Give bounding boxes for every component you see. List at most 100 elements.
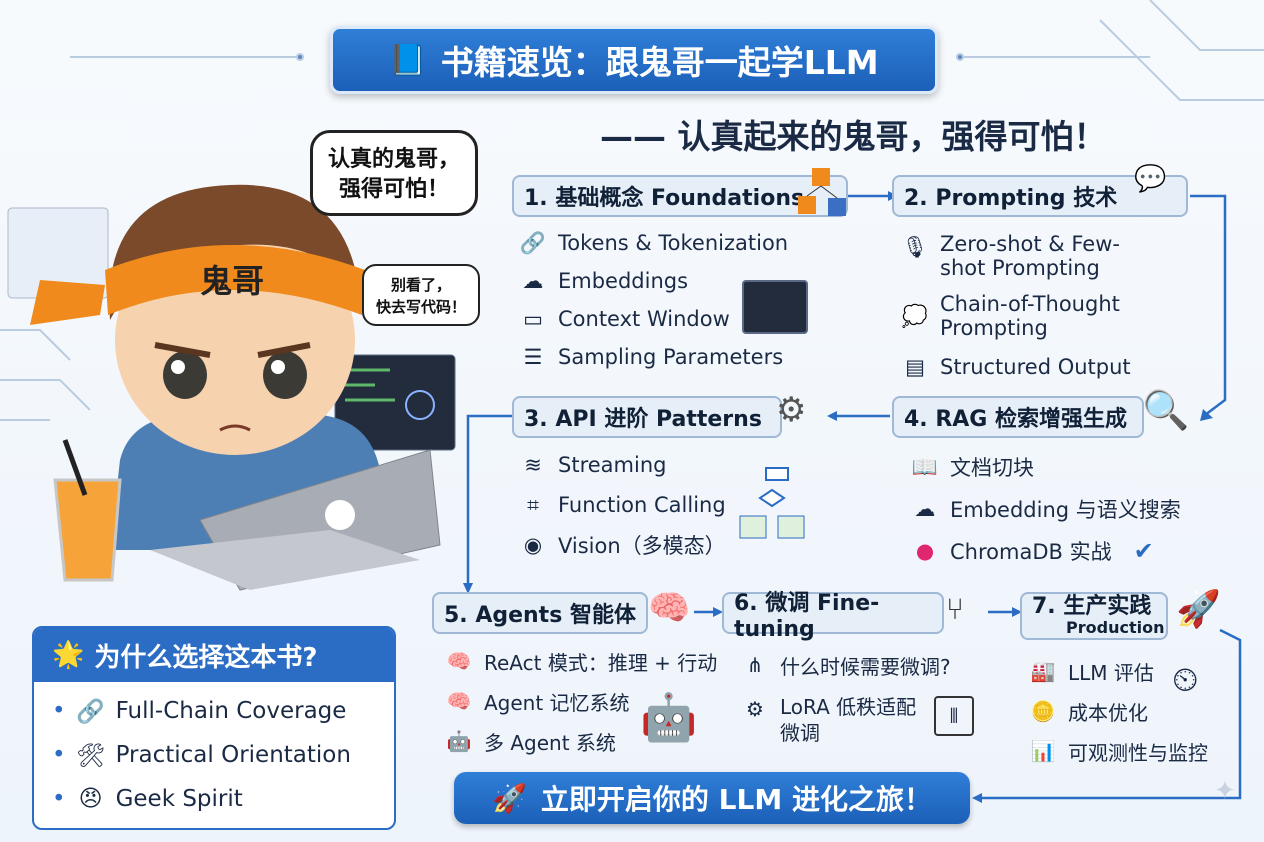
list-item: ▤ Structured Output (900, 352, 1230, 382)
sliders-icon: ☰ (523, 345, 543, 369)
list-item: ●ChromaDB 实战✔ (910, 536, 1181, 566)
section-1-header: 1. 基础概念 Foundations (512, 175, 848, 217)
list-item: ▭ Context Window (518, 304, 788, 334)
list-item: ☁Embeddings (518, 266, 788, 296)
robots-icon: 🤖 (446, 729, 472, 753)
cta-label: 立即开启你的 LLM 进化之旅！ (540, 783, 932, 816)
list-item: ⌗ Function Calling (518, 490, 726, 520)
item-label: Agent 记忆系统 (484, 690, 630, 715)
item-label: Vision（多模态） (558, 534, 726, 558)
item-label: 成本优化 (1068, 700, 1148, 725)
subtitle: —— 认真起来的鬼哥，强得可怕！ (600, 117, 1107, 156)
list-item: ☰ Sampling Parameters (518, 342, 788, 372)
link-icon: 🔗 (519, 230, 547, 255)
why-item: •😠Geek Spirit (52, 786, 243, 812)
item-label: LoRA 低秩适配微调 (780, 695, 917, 745)
item-label: Function Calling (558, 493, 726, 517)
item-label: 什么时候需要微调? (780, 654, 951, 679)
section-6-title: 6. 微调 Fine-tuning (734, 590, 880, 642)
why-label: Geek Spirit (115, 786, 243, 812)
section-4-header: 4. RAG 检索增强生成 (892, 396, 1144, 438)
item-label: Structured Output (940, 355, 1131, 379)
item-label: Tokens & Tokenization (558, 231, 789, 255)
headband-text: 鬼哥 (200, 262, 264, 300)
table-icon: ▤ (905, 355, 925, 379)
list-item: ⋔ 什么时候需要微调? (740, 650, 951, 680)
list-item: ⚙LoRA 低秩适配微调 (740, 694, 951, 746)
section-3-title: 3. API 进阶 Patterns (524, 407, 762, 432)
section-5-header: 5. Agents 智能体 (432, 592, 648, 634)
section-7-subtitle: Production (1066, 618, 1165, 637)
section-4-title: 4. RAG 检索增强生成 (904, 407, 1128, 432)
sparkle-icon: ✦ (1214, 776, 1236, 806)
item-label: Sampling Parameters (558, 345, 784, 369)
flowchart-icon (739, 467, 805, 539)
apple-logo-icon (325, 500, 355, 530)
code-snippet-icon (742, 280, 808, 334)
bubble-main-line2: 强得可怕！ (338, 177, 449, 202)
list-item: 🧠 Agent 记忆系统 (444, 686, 717, 716)
list-item: 🏭 LLM 评估 (1028, 656, 1208, 686)
brain-icon: 🧠 (648, 588, 691, 628)
title-banner: 📘 书籍速览：跟鬼哥一起学LLM (330, 26, 938, 94)
coins-icon: 🪙 (1030, 699, 1056, 723)
list-item: ≋Streaming (518, 450, 726, 480)
robot-icon: 🤖 (640, 690, 698, 744)
character-illustration: 鬼哥 (7, 184, 456, 591)
list-item: 🧠ReAct 模式：推理 + 行动 (444, 646, 718, 676)
list-item: ◉Vision（多模态） (518, 530, 726, 560)
doc-search-icon: 📖 (911, 454, 939, 479)
thought-icon: 💭 (901, 303, 929, 328)
tree-icon: ⋔ (746, 653, 764, 677)
rocket-icon: 🚀 (492, 781, 527, 815)
gears-icon: ⚙ (776, 390, 807, 430)
section-6-header: 6. 微调 Fine-tuning (722, 591, 944, 642)
microphone-icon: 🎙 (901, 234, 929, 259)
section-1-list: 🔗 Tokens & Tokenization ☁Embeddings ▭ Cont… (518, 228, 788, 372)
dashboard-icon: 📊 (1030, 739, 1056, 763)
item-label: Context Window (558, 307, 730, 331)
section-2-list: 🎙Zero-shot & Few-shot Prompting 💭 Chain-o… (900, 232, 1230, 382)
section-2-title: 2. Prompting 技术 (904, 186, 1118, 211)
list-item: 🔗 Tokens & Tokenization (518, 228, 788, 258)
headband (105, 245, 365, 315)
speech-bubble-main: 认真的鬼哥， 强得可怕！ (310, 130, 478, 216)
item-label: Embeddings (558, 269, 689, 293)
book-icon: 📘 (389, 42, 427, 78)
section-3-list: ≋Streaming ⌗ Function Calling ◉Vision（多模态… (518, 450, 726, 560)
avatar-icon: 😠 (78, 786, 103, 812)
rocket-icon: 🚀 (1176, 589, 1221, 630)
list-item: 💭 Chain-of-Thought Prompting (900, 292, 1230, 340)
factory-icon: 🏭 (1030, 659, 1056, 683)
section-4-list: 📖文档切块 ☁Embedding 与语义搜索 ●ChromaDB 实战✔ (910, 452, 1181, 566)
brain-icon: 🧠 (446, 689, 472, 713)
item-label: ReAct 模式：推理 + 行动 (484, 650, 718, 675)
list-item: 📖文档切块 (910, 452, 1181, 482)
list-item: 🤖 多 Agent 系统 (444, 726, 717, 756)
list-item: 🎙Zero-shot & Few-shot Prompting (900, 232, 1230, 280)
item-label: Chain-of-Thought Prompting (940, 292, 1120, 340)
cta-button[interactable]: 🚀 立即开启你的 LLM 进化之旅！ (454, 772, 970, 824)
bubble-small-line1: 别看了， (390, 276, 451, 294)
why-label: Full-Chain Coverage (115, 698, 347, 724)
chip-icon: ⌗ (527, 492, 539, 517)
speech-bubble-small: 别看了， 快去写代码！ (362, 264, 480, 326)
section-3-header: 3. API 进阶 Patterns (512, 396, 782, 438)
item-label: LLM 评估 (1068, 660, 1154, 685)
why-item: •🛠Practical Orientation (52, 742, 351, 769)
stream-icon: ≋ (524, 453, 542, 477)
check-icon: ✔ (1133, 537, 1154, 565)
section-7-header: 7. 生产实践 Production (1020, 592, 1168, 640)
chromadb-icon: ● (915, 539, 935, 563)
book-search-icon: 🔍 (1142, 388, 1190, 432)
item-label: 可观测性与监控 (1068, 740, 1208, 765)
section-6-list: ⋔ 什么时候需要微调? ⚙LoRA 低秩适配微调 (740, 650, 951, 746)
link-icon: 🔗 (76, 698, 105, 725)
tuning-fork-icon: ⑂ (946, 592, 964, 627)
section-7-title: 7. 生产实践 (1032, 594, 1152, 619)
item-label: 多 Agent 系统 (484, 730, 616, 755)
why-label: Practical Orientation (115, 742, 351, 768)
banner-title: 书籍速览：跟鬼哥一起学LLM (440, 43, 879, 82)
bubble-main-line1: 认真的鬼哥， (327, 147, 460, 172)
window-icon: ▭ (523, 307, 543, 331)
